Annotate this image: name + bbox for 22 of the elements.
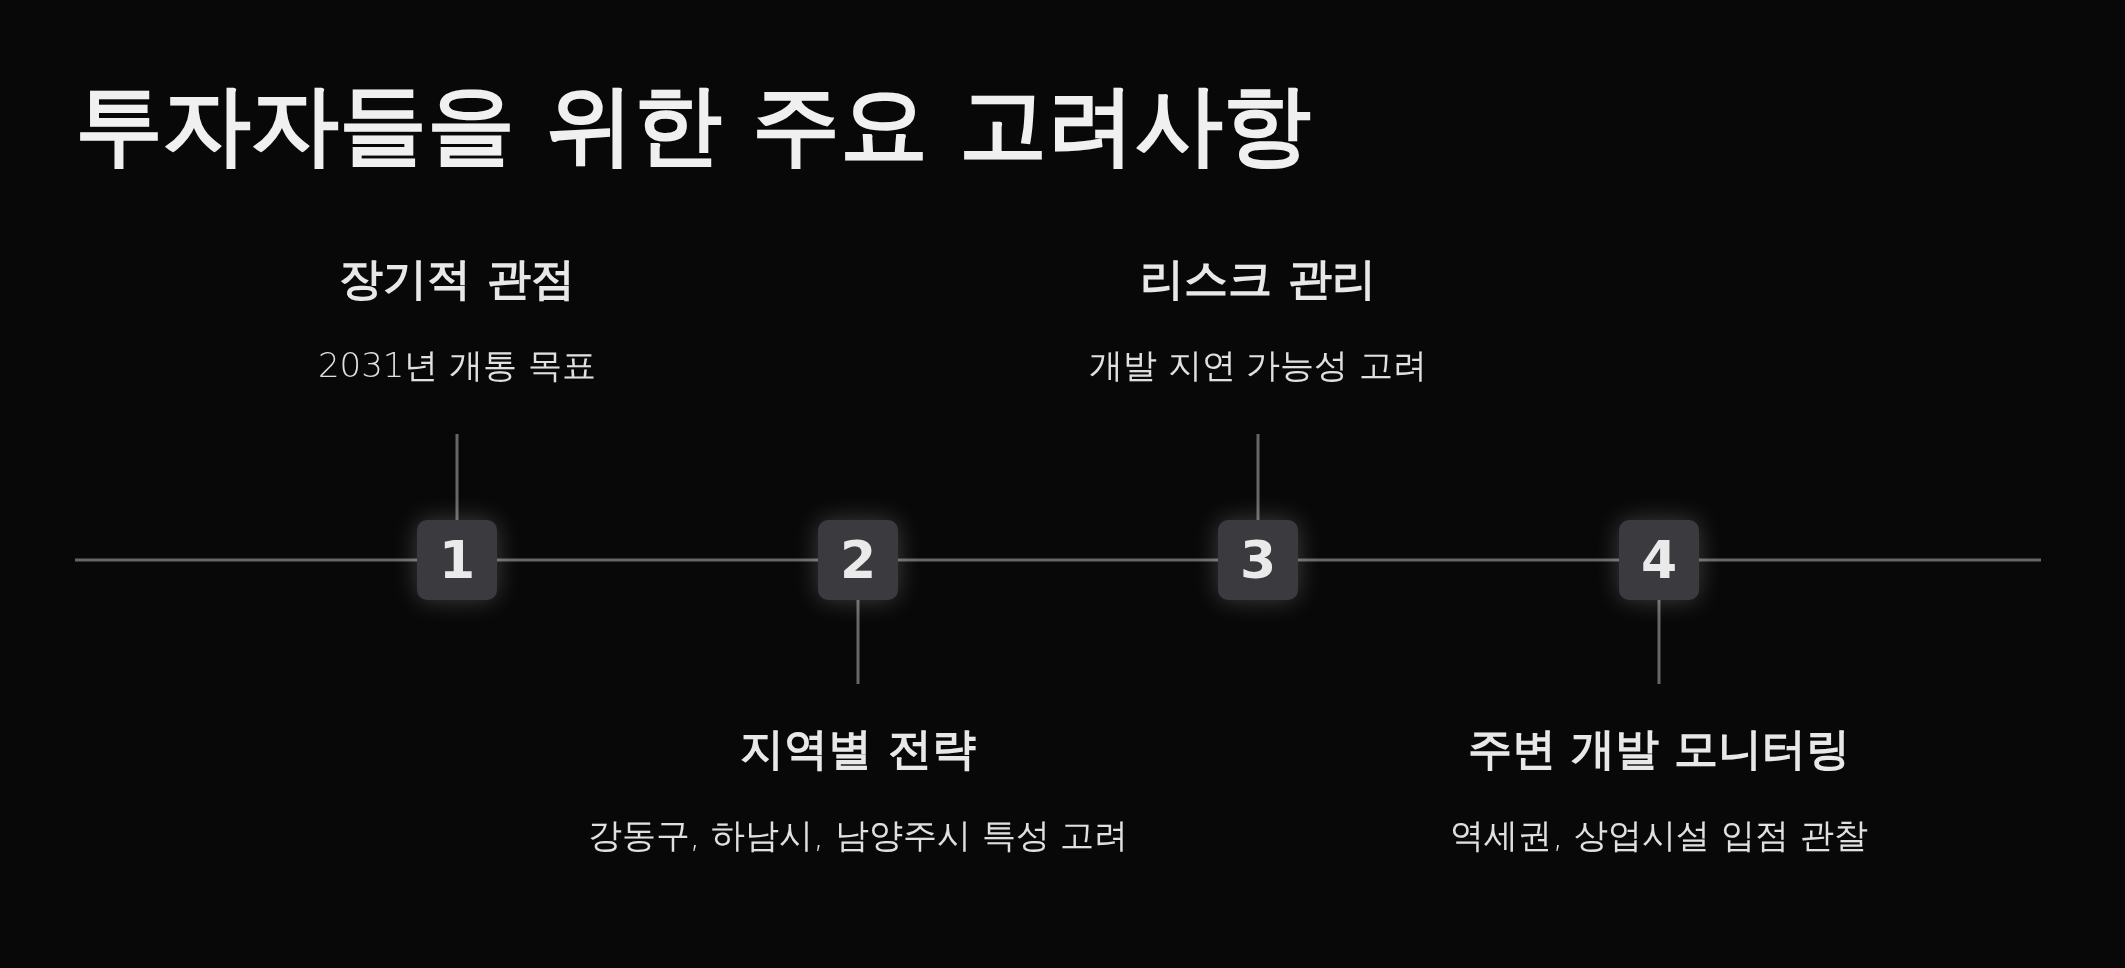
connector-line [455,434,459,520]
connector-line [1256,434,1260,520]
connector-line [75,558,417,562]
step-heading: 리스크 관리 [1140,252,1376,306]
connector-line [1657,600,1661,684]
step-number-badge: 1 [417,520,497,600]
title: 투자자들을 위한 주요 고려사항 [75,72,1311,178]
step-heading: 지역별 전략 [740,722,976,776]
step-description: 2031년 개통 목표 [317,344,597,387]
connector-line [898,558,1218,562]
step-description: 개발 지연 가능성 고려 [1088,344,1428,387]
step-number-badge: 4 [1619,520,1699,600]
step-heading: 장기적 관점 [339,252,575,306]
step-description: 강동구, 하남시, 남양주시 특성 고려 [587,814,1129,857]
connector-line [1699,558,2041,562]
connector-line [1298,558,1619,562]
step-number-badge: 3 [1218,520,1298,600]
step-description: 역세권, 상업시설 입점 관찰 [1450,814,1868,857]
step-heading: 주변 개발 모니터링 [1467,722,1851,776]
step-number-badge: 2 [818,520,898,600]
connector-line [856,600,860,684]
connector-line [497,558,818,562]
